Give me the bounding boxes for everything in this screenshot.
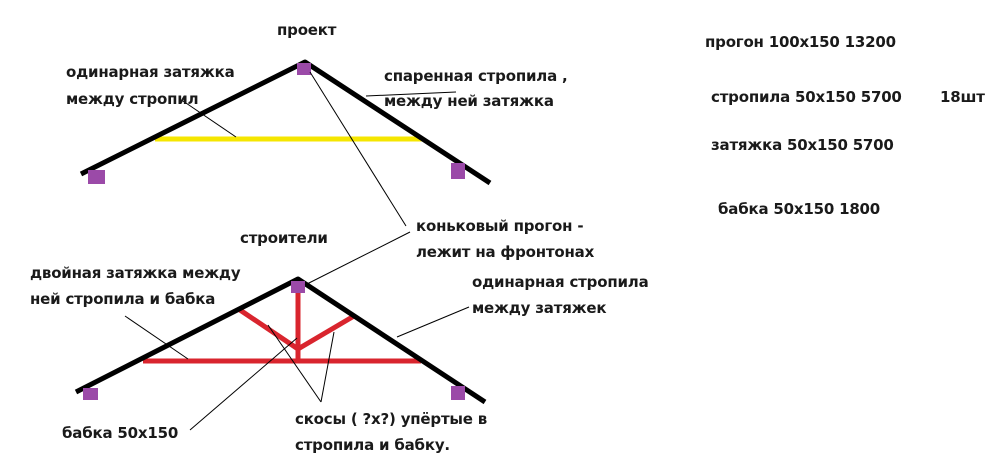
top-right-support <box>451 163 465 179</box>
bottom-brace-right <box>296 313 356 352</box>
material-purlin: прогон 100х150 13200 <box>705 33 896 51</box>
bottom-brace-left <box>238 307 300 352</box>
top-right-label-2: между ней затяжка <box>384 92 554 110</box>
bottom-right-label-2: между затяжек <box>472 299 607 317</box>
bottom-rafters <box>74 276 487 405</box>
bottom-ridge-purlin <box>291 281 305 293</box>
bottom-truss <box>74 231 487 431</box>
material-rafter-count: 18шт <box>940 88 985 106</box>
bottom-left-label-2: ней стропила и бабка <box>30 290 216 308</box>
top-right-label-1: спаренная стропила , <box>384 67 568 85</box>
top-left-support <box>88 170 105 184</box>
bottom-title: строители <box>240 229 328 247</box>
leader-top-right <box>365 91 457 97</box>
top-left-label-1: одинарная затяжка <box>66 63 235 81</box>
bottom-left-support <box>83 388 98 400</box>
material-tie: затяжка 50х150 5700 <box>711 136 894 154</box>
top-ridge-purlin <box>297 63 311 75</box>
top-title: проект <box>277 21 337 39</box>
bottom-right-label-1: одинарная стропила <box>472 273 649 291</box>
post-label: бабка 50х150 <box>62 424 179 442</box>
material-post: бабка 50х150 1800 <box>718 200 881 218</box>
leader-bottom-right <box>396 306 470 338</box>
leader-post <box>189 337 298 431</box>
top-truss <box>79 59 492 227</box>
leader-ridge-top <box>309 71 407 227</box>
top-left-label-2: между стропил <box>66 90 199 108</box>
ridge-label-2: лежит на фронтонах <box>416 243 595 261</box>
braces-label-2: стропила и бабку. <box>295 436 450 454</box>
bottom-left-label-1: двойная затяжка между <box>30 264 241 282</box>
leader-bottom-left <box>124 315 189 360</box>
top-rafters <box>79 59 492 186</box>
leader-ridge-bottom <box>304 231 411 286</box>
bottom-right-support <box>451 386 465 400</box>
leader-top-left <box>182 100 237 138</box>
braces-label-1: скосы ( ?х?) упёртые в <box>295 410 488 428</box>
ridge-label-1: коньковый прогон - <box>416 217 584 235</box>
leader-brace-left <box>267 324 322 403</box>
leader-brace-right <box>320 331 335 403</box>
material-rafter: стропила 50х150 5700 <box>711 88 902 106</box>
